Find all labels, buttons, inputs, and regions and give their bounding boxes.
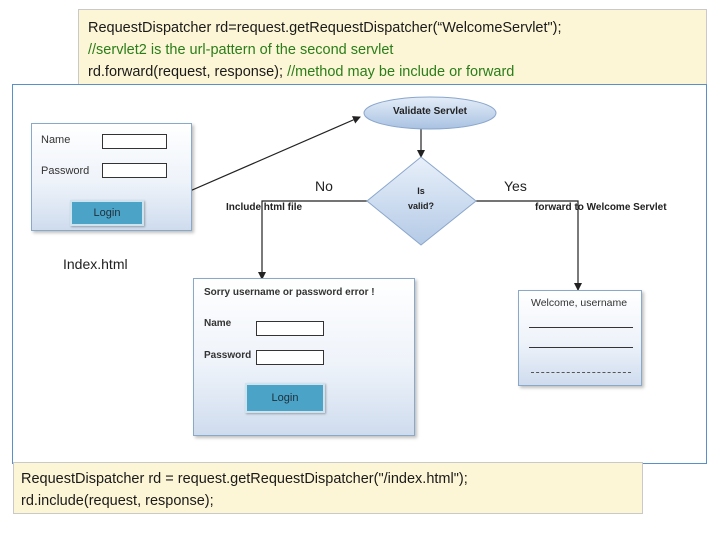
error-password-label: Password [204, 350, 252, 361]
validate-servlet-label: Validate Servlet [393, 106, 467, 117]
error-message: Sorry username or password error ! [204, 287, 375, 298]
decision-diamond [366, 156, 477, 246]
welcome-servlet-panel: Welcome, username [518, 290, 642, 386]
validate-servlet-node [363, 96, 497, 130]
decision-label-line-1: Is [417, 186, 425, 196]
bottom-code-line-2: rd.include(request, response); [21, 493, 214, 509]
arrow-no-path [258, 200, 367, 280]
top-code-box: RequestDispatcher rd=request.getRequestD… [78, 9, 707, 85]
index-login-button[interactable]: Login [70, 200, 144, 226]
include-html-label: Include html file [226, 202, 303, 213]
welcome-dashed-line [531, 372, 631, 373]
error-password-input[interactable] [256, 350, 324, 365]
no-label: No [315, 178, 333, 194]
bottom-code-line-1: RequestDispatcher rd = request.getReques… [21, 471, 468, 487]
arrow-yes-path [476, 200, 582, 291]
welcome-username-text: Welcome, username [531, 297, 628, 309]
welcome-line-2 [529, 347, 633, 348]
top-code-line-3: rd.forward(request, response); //method … [88, 61, 697, 83]
yes-label: Yes [504, 178, 527, 194]
index-login-form: Name Password Login [31, 123, 192, 231]
forward-welcome-label: forward to Welcome Servlet [535, 202, 667, 213]
welcome-line-1 [529, 327, 633, 328]
index-password-input[interactable] [102, 163, 167, 178]
index-html-caption: Index.html [63, 256, 128, 272]
top-code-line-3-comment: //method may be include or forward [287, 64, 515, 80]
top-code-line-1: RequestDispatcher rd=request.getRequestD… [88, 20, 562, 36]
index-name-input[interactable] [102, 134, 167, 149]
bottom-code-box: RequestDispatcher rd = request.getReques… [13, 462, 643, 514]
decision-label-line-2: valid? [407, 201, 434, 211]
index-name-label: Name [41, 134, 71, 146]
top-code-line-3-code: rd.forward(request, response); [88, 64, 288, 80]
error-name-input[interactable] [256, 321, 324, 336]
error-login-button[interactable]: Login [245, 383, 325, 413]
error-login-form: Sorry username or password error ! Name … [193, 278, 415, 436]
top-code-line-2: //servlet2 is the url-pattern of the sec… [88, 42, 394, 58]
index-password-label: Password [41, 165, 90, 177]
error-name-label: Name [204, 318, 232, 329]
